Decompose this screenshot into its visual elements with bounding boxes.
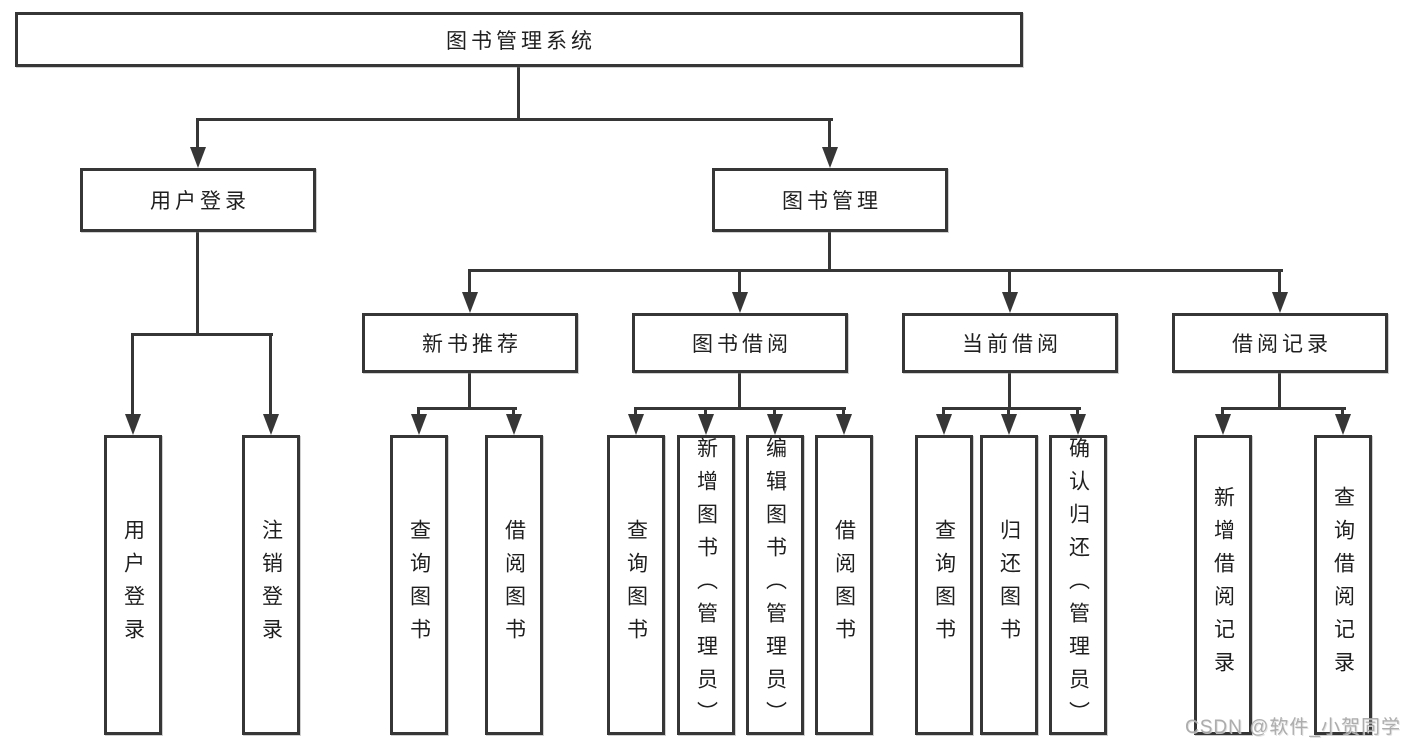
connector-line <box>468 373 471 410</box>
leaf-label: 归还图书 <box>997 519 1021 651</box>
arrow-down-icon <box>1272 292 1288 313</box>
node-label: 用户登录 <box>150 190 250 213</box>
arrow-down-icon <box>936 414 952 435</box>
connector-line <box>196 232 199 336</box>
connector-line <box>468 269 471 294</box>
leaf-add-borrow-record: 新增借阅记录 <box>1194 435 1252 735</box>
node-book-borrowing: 图书借阅 <box>632 313 848 373</box>
leaf-query-borrow-record: 查询借阅记录 <box>1314 435 1372 735</box>
connector-line <box>1278 269 1281 294</box>
node-label: 借阅记录 <box>1232 333 1332 356</box>
connector-line <box>517 67 520 120</box>
connector-line <box>1278 373 1281 410</box>
connector-line <box>1341 407 1344 416</box>
node-book-management: 图书管理 <box>712 168 948 232</box>
connector-line <box>196 118 199 149</box>
connector-line <box>773 407 776 416</box>
node-label: 图书借阅 <box>692 333 792 356</box>
node-library-management-system: 图书管理系统 <box>15 12 1023 67</box>
arrow-down-icon <box>411 414 427 435</box>
connector-line <box>1008 373 1011 410</box>
leaf-borrow-books-recommend: 借阅图书 <box>485 435 543 735</box>
node-label: 新书推荐 <box>422 333 522 356</box>
arrow-down-icon <box>1070 414 1086 435</box>
connector-line <box>842 407 845 416</box>
arrow-down-icon <box>190 147 206 168</box>
node-label: 图书管理 <box>782 190 882 213</box>
leaf-query-books-borrowing: 查询图书 <box>607 435 665 735</box>
connector-line <box>634 407 637 416</box>
leaf-query-books-recommend: 查询图书 <box>390 435 448 735</box>
arrow-down-icon <box>836 414 852 435</box>
csdn-watermark: CSDN @软件_小贺同学 <box>1185 717 1401 738</box>
leaf-label: 新增图书（管理员） <box>694 436 718 734</box>
node-label: 图书管理系统 <box>446 29 596 53</box>
connector-line <box>417 407 517 410</box>
node-new-book-recommendation: 新书推荐 <box>362 313 578 373</box>
connector-line <box>828 118 831 149</box>
node-borrowing-records: 借阅记录 <box>1172 313 1388 373</box>
leaf-label: 编辑图书（管理员） <box>763 436 787 734</box>
arrow-down-icon <box>698 414 714 435</box>
leaf-label: 注销登录 <box>259 519 283 651</box>
connector-line <box>197 118 833 121</box>
arrow-down-icon <box>506 414 522 435</box>
arrow-down-icon <box>125 414 141 435</box>
connector-line <box>131 333 273 336</box>
leaf-user-login: 用户登录 <box>104 435 162 735</box>
leaf-confirm-return-admin: 确认归还（管理员） <box>1049 435 1107 735</box>
arrow-down-icon <box>628 414 644 435</box>
connector-line <box>131 333 134 416</box>
connector-line <box>1076 407 1079 416</box>
connector-line <box>512 407 515 416</box>
leaf-label: 用户登录 <box>121 519 145 651</box>
leaf-add-books-admin: 新增图书（管理员） <box>677 435 735 735</box>
leaf-query-books-current: 查询图书 <box>915 435 973 735</box>
leaf-label: 查询图书 <box>624 519 648 651</box>
connector-line <box>738 373 741 410</box>
arrow-down-icon <box>1002 292 1018 313</box>
connector-line <box>1221 407 1346 410</box>
arrow-down-icon <box>732 292 748 313</box>
connector-line <box>269 333 272 416</box>
arrow-down-icon <box>1001 414 1017 435</box>
connector-line <box>828 232 831 272</box>
arrow-down-icon <box>462 292 478 313</box>
node-user-login: 用户登录 <box>80 168 316 232</box>
leaf-borrow-books: 借阅图书 <box>815 435 873 735</box>
node-label: 当前借阅 <box>962 333 1062 356</box>
connector-line <box>468 269 1283 272</box>
connector-line <box>942 407 1081 410</box>
connector-line <box>417 407 420 416</box>
leaf-label: 确认归还（管理员） <box>1066 436 1090 734</box>
leaf-label: 新增借阅记录 <box>1211 486 1235 684</box>
leaf-label: 借阅图书 <box>502 519 526 651</box>
arrow-down-icon <box>1215 414 1231 435</box>
connector-line <box>738 269 741 294</box>
leaf-logout: 注销登录 <box>242 435 300 735</box>
arrow-down-icon <box>1335 414 1351 435</box>
connector-line <box>634 407 846 410</box>
leaf-label: 查询图书 <box>407 519 431 651</box>
leaf-edit-books-admin: 编辑图书（管理员） <box>746 435 804 735</box>
leaf-label: 查询图书 <box>932 519 956 651</box>
arrow-down-icon <box>822 147 838 168</box>
arrow-down-icon <box>263 414 279 435</box>
connector-line <box>704 407 707 416</box>
leaf-label: 借阅图书 <box>832 519 856 651</box>
connector-line <box>1007 407 1010 416</box>
connector-line <box>942 407 945 416</box>
connector-line <box>1221 407 1224 416</box>
connector-line <box>1008 269 1011 294</box>
node-current-borrowing: 当前借阅 <box>902 313 1118 373</box>
leaf-return-books: 归还图书 <box>980 435 1038 735</box>
arrow-down-icon <box>767 414 783 435</box>
leaf-label: 查询借阅记录 <box>1331 486 1355 684</box>
